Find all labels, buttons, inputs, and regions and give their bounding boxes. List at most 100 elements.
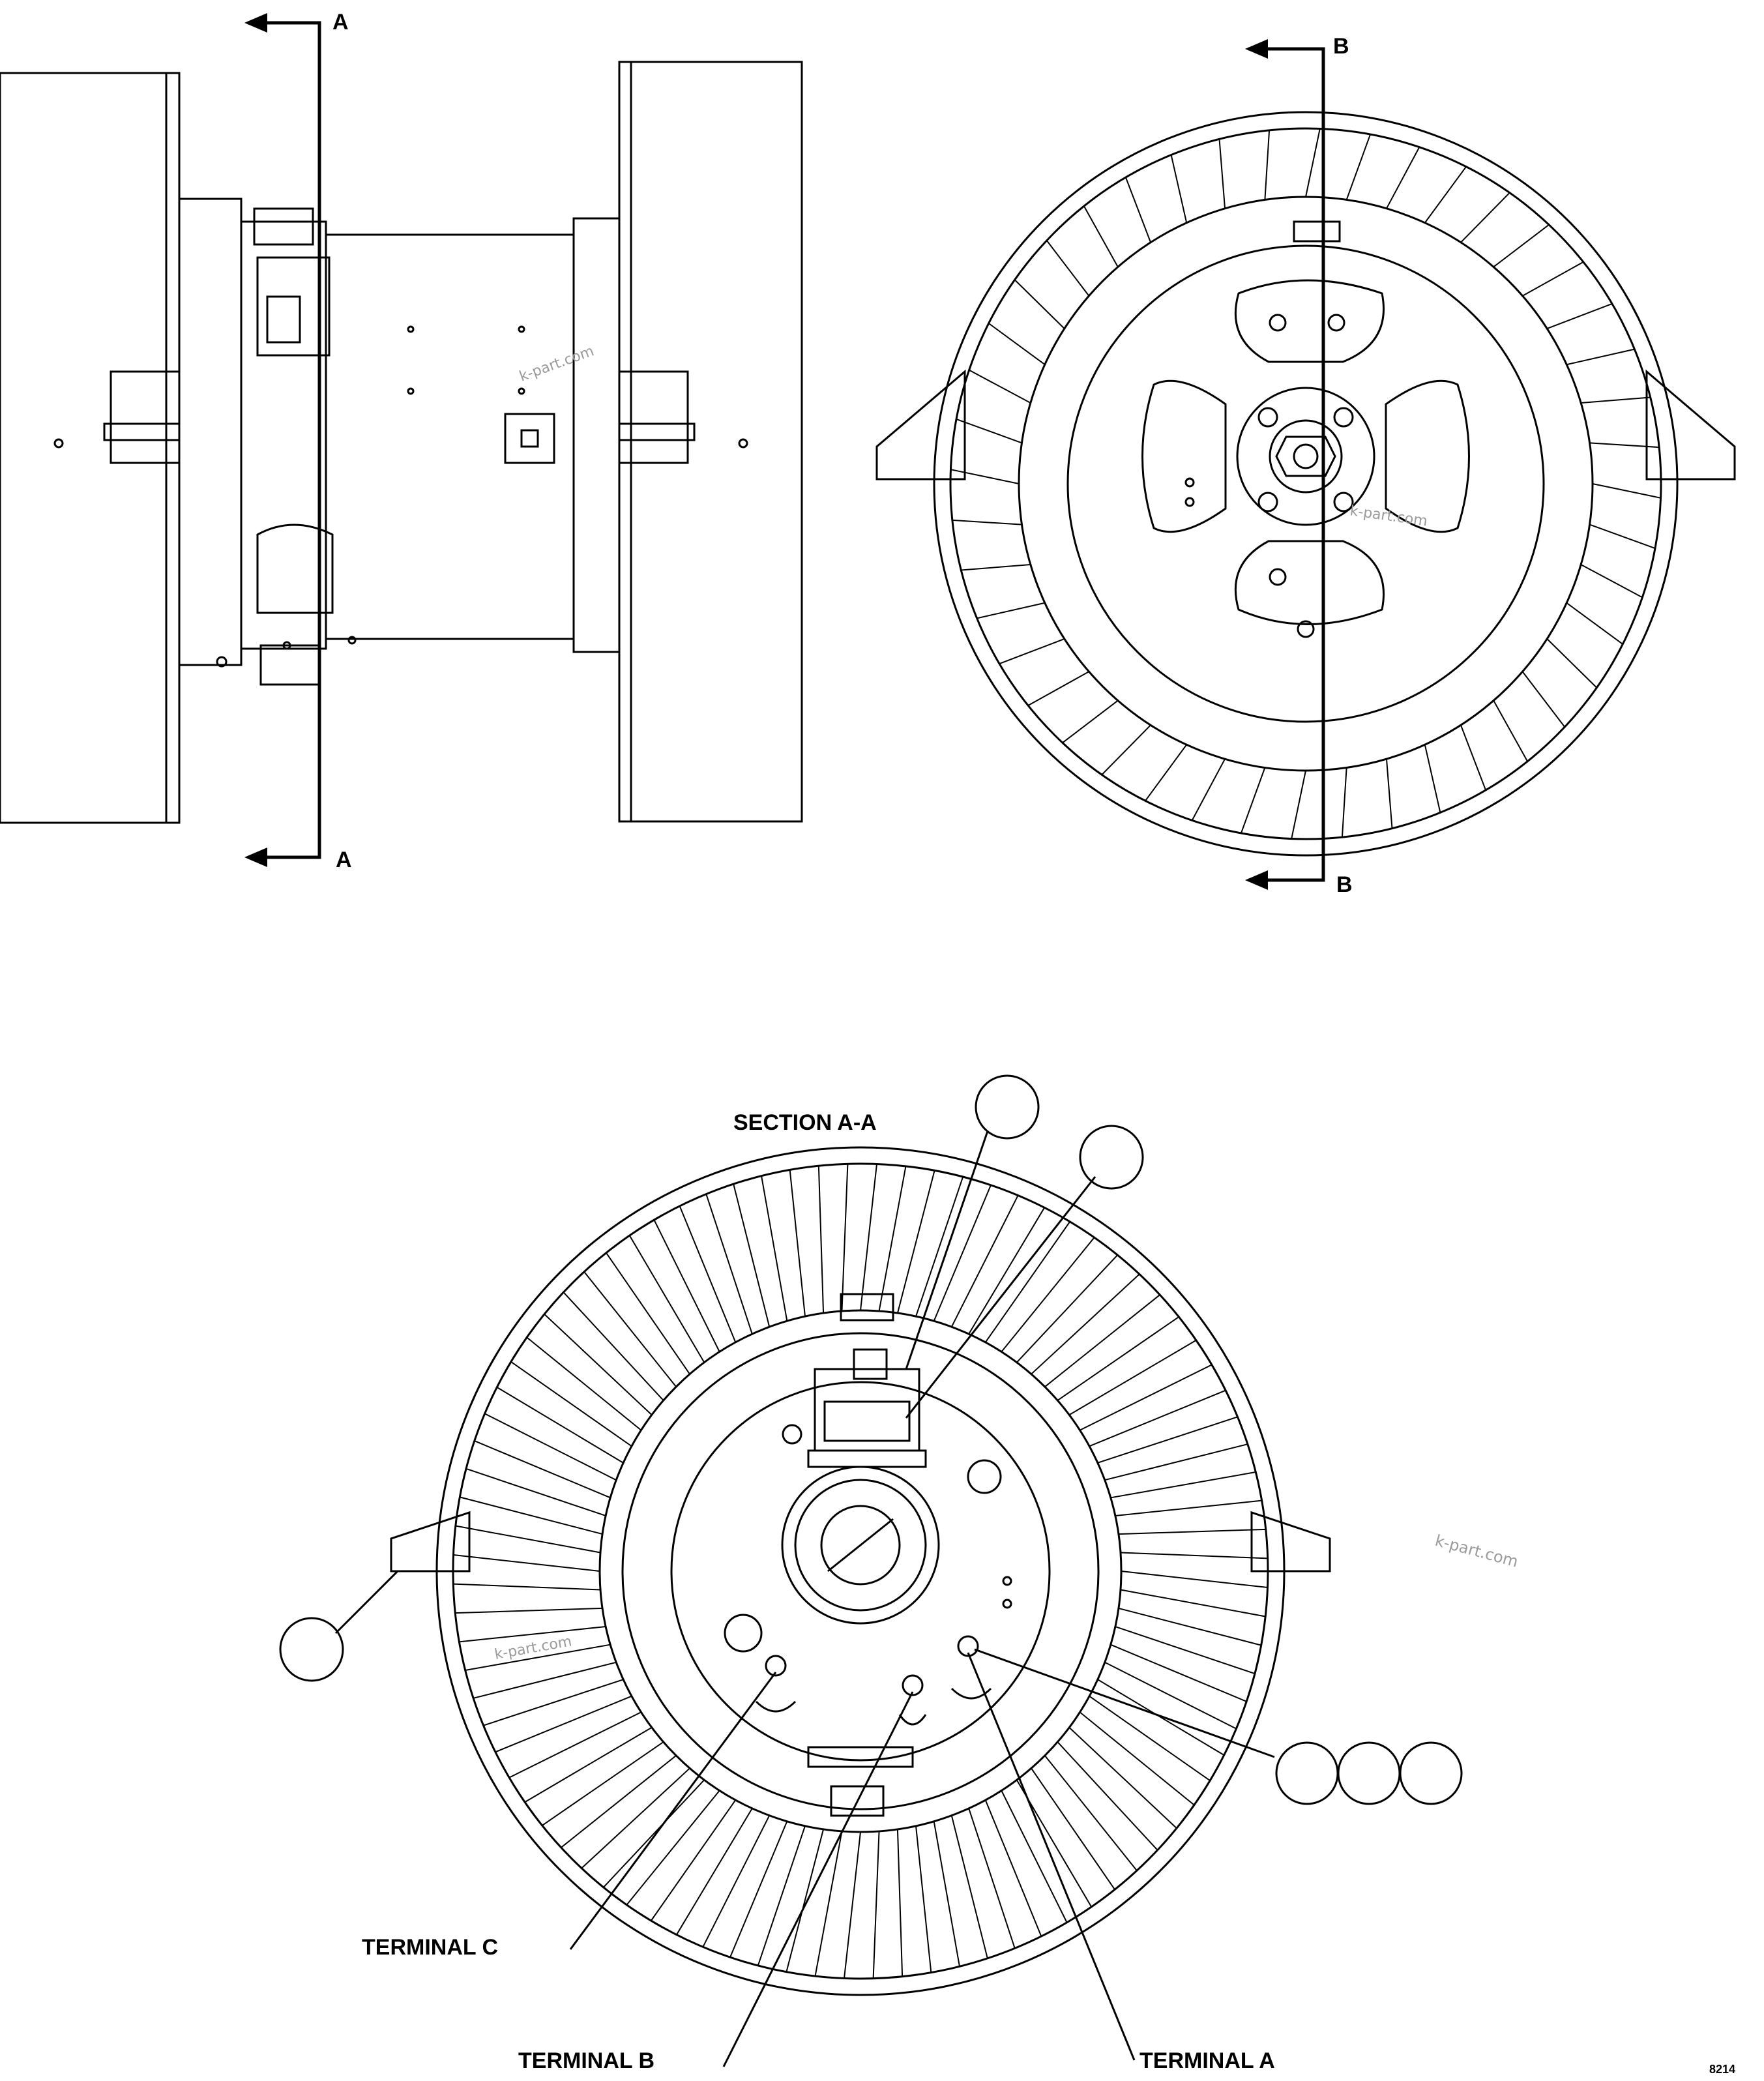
fin-line bbox=[679, 1205, 737, 1343]
fin-line bbox=[789, 1170, 806, 1317]
callout-balloon-2 bbox=[1079, 1125, 1144, 1190]
fin-line bbox=[1014, 279, 1065, 329]
fin-line bbox=[1424, 745, 1441, 813]
fin-line bbox=[817, 1166, 825, 1314]
fin-line bbox=[915, 1825, 932, 1973]
fin-line bbox=[950, 1815, 988, 1959]
fin-line bbox=[1044, 1755, 1138, 1871]
fin-line bbox=[1522, 261, 1584, 297]
fin-line bbox=[455, 1525, 601, 1554]
fin-line bbox=[1115, 1626, 1256, 1675]
fin-line bbox=[977, 602, 1045, 619]
fin-line bbox=[786, 1829, 825, 1972]
fin-line bbox=[1001, 1237, 1095, 1353]
fin-line bbox=[1145, 744, 1188, 801]
fin-line bbox=[1118, 1528, 1266, 1535]
fin-line bbox=[1062, 700, 1119, 744]
fin-line bbox=[952, 519, 1022, 525]
fin-line bbox=[1115, 1499, 1262, 1516]
fin-line bbox=[1460, 724, 1487, 791]
fin-line bbox=[950, 1195, 1019, 1327]
callouts bbox=[279, 1074, 1463, 2067]
fin-line bbox=[878, 1166, 907, 1312]
fin-line bbox=[1592, 483, 1661, 499]
fin-line bbox=[1046, 240, 1090, 297]
section-b-bottom-label: B bbox=[1336, 872, 1353, 897]
fin-line bbox=[1460, 192, 1510, 243]
fin-line bbox=[984, 1799, 1042, 1937]
fin-line bbox=[460, 1496, 603, 1535]
fin-line bbox=[510, 1361, 632, 1447]
fin-line bbox=[1001, 1790, 1068, 1923]
fin-line bbox=[1386, 147, 1420, 209]
fin-line bbox=[653, 1219, 720, 1352]
terminal-b-label: TERMINAL B bbox=[518, 2048, 654, 2073]
terminal-c-label: TERMINAL C bbox=[362, 1935, 498, 1960]
fin-line bbox=[961, 563, 1031, 571]
fin-line bbox=[1027, 671, 1089, 707]
fin-line bbox=[1120, 1589, 1266, 1617]
end-view-fins bbox=[950, 128, 1661, 839]
fin-line bbox=[844, 1831, 861, 1979]
fin-line bbox=[581, 1767, 690, 1869]
fin-line bbox=[1110, 1644, 1247, 1702]
callout-balloon-6 bbox=[1399, 1741, 1463, 1805]
fin-line bbox=[1057, 1316, 1179, 1401]
fin-line bbox=[455, 1607, 603, 1614]
callout-balloon-4 bbox=[1275, 1741, 1339, 1805]
fin-line bbox=[1191, 758, 1226, 821]
fin-line bbox=[1104, 1443, 1248, 1481]
fin-line bbox=[1385, 759, 1393, 829]
fin-line bbox=[542, 1741, 664, 1826]
fin-line bbox=[1031, 1767, 1115, 1890]
fin-line bbox=[453, 1554, 600, 1572]
section-line-a: A A bbox=[244, 10, 352, 872]
watermark: k-part.com bbox=[1433, 1531, 1520, 1571]
fin-line bbox=[561, 1755, 677, 1848]
fin-line bbox=[969, 369, 1031, 404]
fin-line bbox=[544, 1314, 653, 1416]
fin-line bbox=[1493, 700, 1529, 762]
fin-line bbox=[1566, 602, 1623, 645]
fin-line bbox=[1068, 1726, 1177, 1829]
fin-line bbox=[1240, 767, 1266, 834]
fin-line bbox=[526, 1336, 642, 1431]
fin-line bbox=[933, 1185, 992, 1321]
fin-line bbox=[933, 1821, 960, 1967]
fin-line bbox=[705, 1194, 753, 1335]
fin-line bbox=[1546, 303, 1613, 330]
fin-line bbox=[733, 1183, 771, 1327]
fin-line bbox=[1031, 1273, 1140, 1375]
fin-line bbox=[465, 1644, 611, 1671]
fin-line bbox=[968, 1808, 1016, 1949]
fin-line bbox=[495, 1695, 632, 1753]
fin-line bbox=[1044, 1294, 1160, 1387]
fin-line bbox=[1521, 671, 1566, 728]
fin-line bbox=[702, 1815, 771, 1947]
drum-body bbox=[325, 233, 575, 640]
fin-line bbox=[1089, 1695, 1211, 1782]
fin-line bbox=[524, 1726, 653, 1803]
callout-balloon-3 bbox=[279, 1617, 344, 1682]
fin-line bbox=[1170, 155, 1188, 223]
fin-line bbox=[483, 1679, 624, 1726]
fin-line bbox=[1110, 1471, 1256, 1499]
fin-line bbox=[496, 1386, 624, 1464]
fin-line bbox=[1068, 1339, 1197, 1416]
left-flange bbox=[0, 72, 181, 824]
fin-line bbox=[1101, 724, 1151, 776]
fin-line bbox=[1546, 638, 1598, 688]
fin-line bbox=[1291, 770, 1306, 839]
fin-line bbox=[1581, 396, 1651, 404]
side-view bbox=[0, 61, 803, 824]
fin-line bbox=[896, 1829, 904, 1977]
fin-line bbox=[915, 1176, 964, 1317]
fin-line bbox=[968, 1207, 1046, 1335]
fin-line bbox=[1589, 442, 1660, 449]
section-a-top-label: A bbox=[332, 10, 349, 35]
fin-line bbox=[1083, 205, 1119, 267]
fin-line bbox=[1120, 1552, 1268, 1559]
fin-line bbox=[1345, 134, 1372, 200]
fin-line bbox=[1424, 166, 1467, 224]
fin-line bbox=[473, 1661, 617, 1699]
